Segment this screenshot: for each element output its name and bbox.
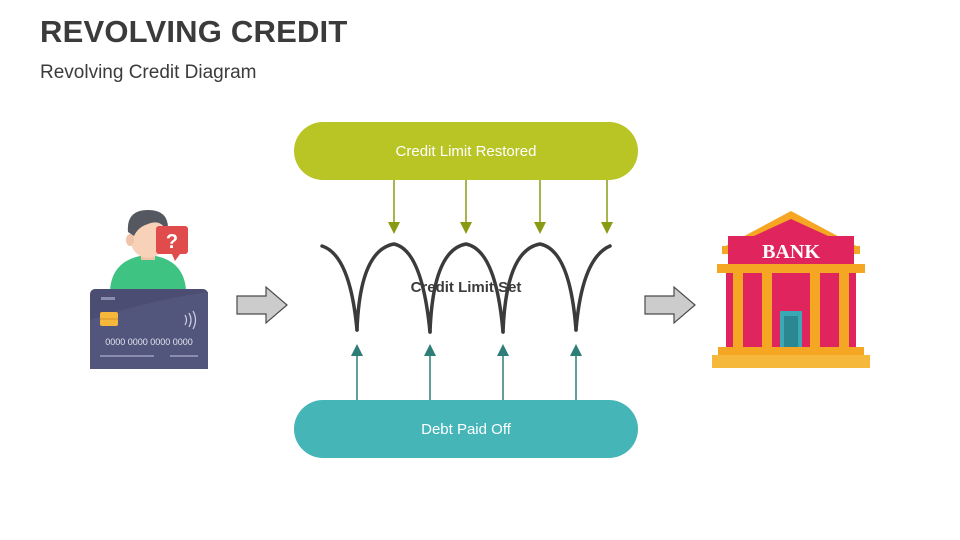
top-arrows [388, 180, 613, 234]
page-title: REVOLVING CREDIT [40, 14, 348, 49]
credit-limit-restored-box: Credit Limit Restored [294, 122, 638, 180]
question-bubble-icon: ? [156, 226, 188, 261]
bank-sign: BANK [762, 241, 820, 263]
page-subtitle: Revolving Credit Diagram [40, 62, 257, 83]
bank-building-icon: BANK [712, 211, 870, 368]
card-number: 0000 0000 0000 0000 [105, 337, 193, 347]
credit-limit-set-label: Credit Limit Set [410, 279, 522, 296]
right-arrow-icon [236, 285, 288, 325]
right-arrow-icon [644, 285, 696, 325]
credit-card-icon: 0000 0000 0000 0000 [90, 289, 208, 369]
bottom-arrows [351, 344, 582, 400]
debt-paid-off-box: Debt Paid Off [294, 400, 638, 458]
revolving-loops [320, 242, 612, 334]
question-mark: ? [166, 231, 178, 253]
